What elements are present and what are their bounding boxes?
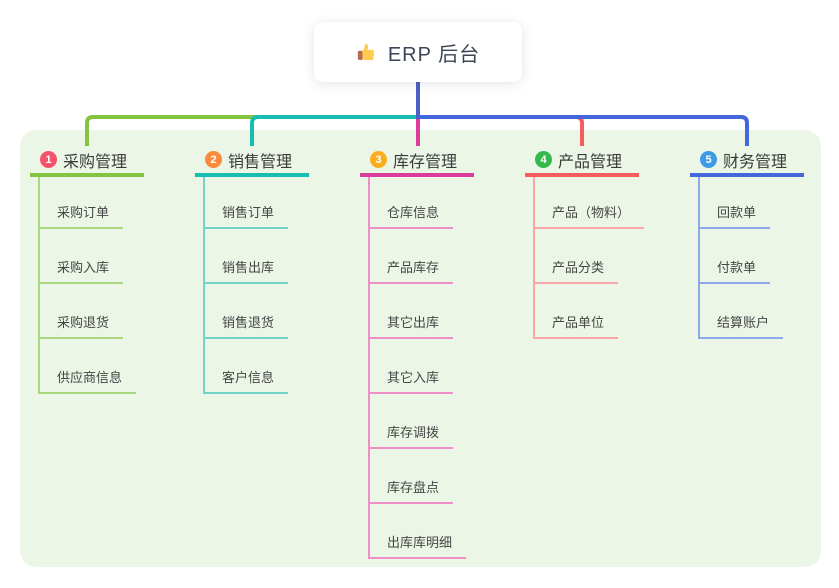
root-node-label: ERP 后台 xyxy=(387,43,481,66)
branch-number-badge: 1 xyxy=(40,151,57,168)
child-node[interactable]: 销售退货 xyxy=(205,315,289,339)
child-node[interactable]: 采购入库 xyxy=(40,260,124,284)
branch-title-node[interactable]: 4 产品管理 xyxy=(525,146,639,177)
branch-number-badge: 4 xyxy=(535,151,552,168)
branch-2: 2 销售管理 销售订单销售出库销售退货客户信息 xyxy=(195,146,309,394)
branch-1: 1 采购管理 采购订单采购入库采购退货供应商信息 xyxy=(30,146,144,394)
branch-5: 5 财务管理 回款单付款单结算账户 xyxy=(690,146,804,339)
child-node[interactable]: 付款单 xyxy=(700,260,771,284)
child-node[interactable]: 回款单 xyxy=(700,205,771,229)
branch-title-label: 财务管理 xyxy=(723,153,788,171)
child-node[interactable]: 销售订单 xyxy=(205,205,289,229)
child-node[interactable]: 仓库信息 xyxy=(370,205,454,229)
child-node[interactable]: 产品分类 xyxy=(535,260,619,284)
branch-title-label: 采购管理 xyxy=(63,153,128,171)
branch-title-node[interactable]: 3 库存管理 xyxy=(360,146,474,177)
thumbs-up-icon xyxy=(356,41,378,63)
branch-children: 回款单付款单结算账户 xyxy=(698,177,784,339)
child-node[interactable]: 产品（物料） xyxy=(535,205,645,229)
child-node[interactable]: 其它出库 xyxy=(370,315,454,339)
child-node[interactable]: 其它入库 xyxy=(370,370,454,394)
child-node[interactable]: 销售出库 xyxy=(205,260,289,284)
child-node[interactable]: 库存调拨 xyxy=(370,425,454,449)
branch-title-label: 产品管理 xyxy=(558,153,623,171)
branch-children: 产品（物料） 产品分类产品单位 xyxy=(533,177,645,339)
child-node[interactable]: 客户信息 xyxy=(205,370,289,394)
branch-children: 采购订单采购入库采购退货供应商信息 xyxy=(38,177,137,394)
branch-title-label: 库存管理 xyxy=(393,153,458,171)
branch-number-badge: 2 xyxy=(205,151,222,168)
root-node[interactable]: ERP 后台 xyxy=(314,22,522,82)
child-node[interactable]: 采购订单 xyxy=(40,205,124,229)
child-node[interactable]: 供应商信息 xyxy=(40,370,137,394)
branch-title-node[interactable]: 5 财务管理 xyxy=(690,146,804,177)
branch-title-label: 销售管理 xyxy=(228,153,293,171)
child-node[interactable]: 库存盘点 xyxy=(370,480,454,504)
branch-title-node[interactable]: 2 销售管理 xyxy=(195,146,309,177)
branch-4: 4 产品管理 产品（物料） 产品分类产品单位 xyxy=(525,146,645,339)
child-node[interactable]: 产品库存 xyxy=(370,260,454,284)
branch-number-badge: 3 xyxy=(370,151,387,168)
child-node[interactable]: 结算账户 xyxy=(700,315,784,339)
child-node[interactable]: 产品单位 xyxy=(535,315,619,339)
branch-3: 3 库存管理 仓库信息产品库存其它出库其它入库库存调拨库存盘点出库库明细 xyxy=(360,146,474,559)
branch-children: 销售订单销售出库销售退货客户信息 xyxy=(203,177,289,394)
branch-children: 仓库信息产品库存其它出库其它入库库存调拨库存盘点出库库明细 xyxy=(368,177,467,559)
branch-title-node[interactable]: 1 采购管理 xyxy=(30,146,144,177)
branch-number-badge: 5 xyxy=(700,151,717,168)
child-node[interactable]: 出库库明细 xyxy=(370,535,467,559)
child-node[interactable]: 采购退货 xyxy=(40,315,124,339)
branches-panel xyxy=(20,130,821,567)
